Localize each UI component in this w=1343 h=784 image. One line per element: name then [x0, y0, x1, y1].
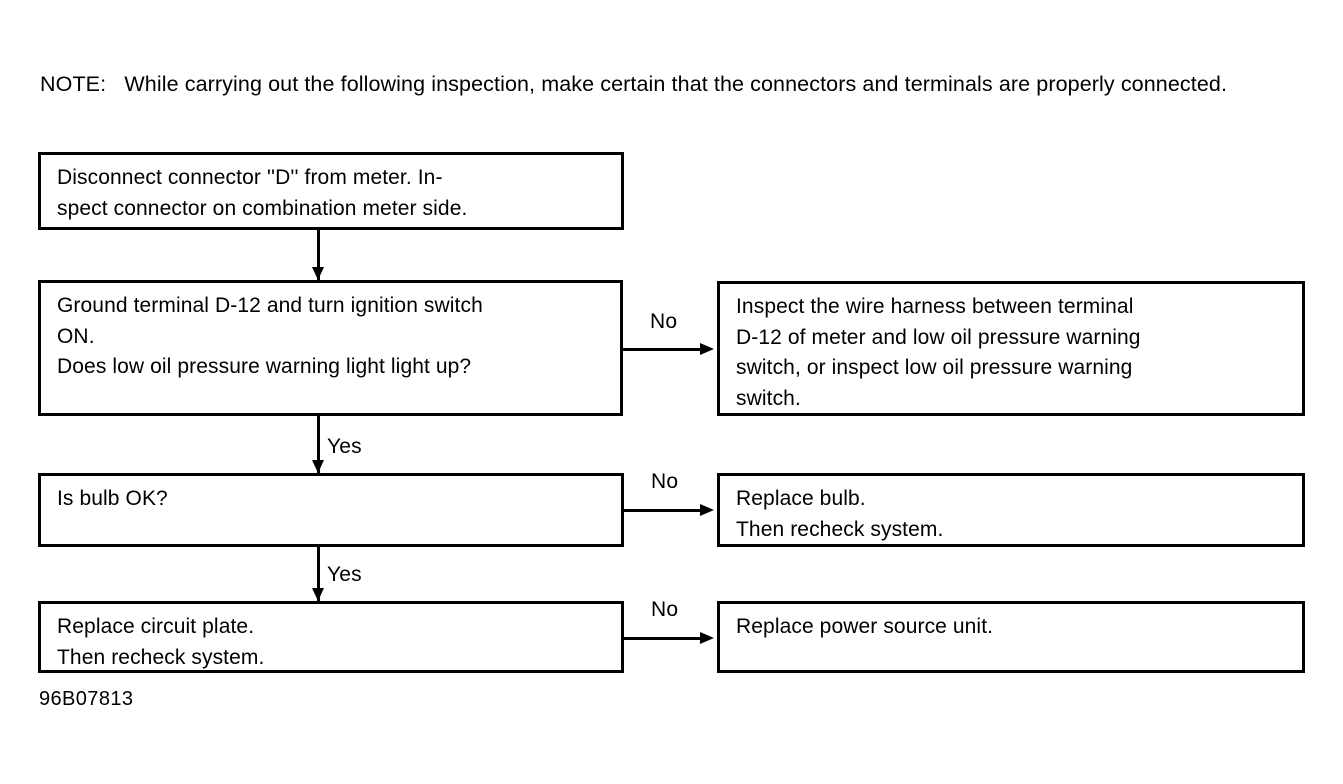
- figure-code: 96B07813: [39, 688, 134, 710]
- note-paragraph: NOTE: While carrying out the following i…: [40, 72, 1228, 96]
- arrow-right-icon: [700, 632, 714, 644]
- flow-box-replace-bulb: Replace bulb. Then recheck system.: [717, 473, 1305, 547]
- flow-box-text: Is bulb OK?: [57, 487, 168, 510]
- flow-box-text: Disconnect connector ''D'' from meter. I…: [57, 166, 468, 220]
- branch-label-yes-bulb: Yes: [327, 563, 362, 586]
- connector-line-ground-to-bulb: [317, 416, 320, 473]
- branch-label-yes-ground: Yes: [327, 435, 362, 458]
- flow-box-replace-power-source-unit: Replace power source unit.: [717, 601, 1305, 673]
- arrow-down-icon: [312, 460, 324, 473]
- flow-box-ground-terminal: Ground terminal D-12 and turn ignition s…: [38, 280, 623, 416]
- flow-box-text: Inspect the wire harness between termina…: [736, 295, 1141, 410]
- branch-label-no-bulb: No: [651, 470, 679, 493]
- flow-box-is-bulb-ok: Is bulb OK?: [38, 473, 624, 547]
- connector-line-bulb-to-replace-bulb: [624, 509, 703, 512]
- branch-label-no-circuit-plate: No: [651, 598, 679, 621]
- flow-box-replace-circuit-plate: Replace circuit plate. Then recheck syst…: [38, 601, 624, 673]
- flow-box-text: Ground terminal D-12 and turn ignition s…: [57, 294, 483, 378]
- flow-box-text: Replace power source unit.: [736, 615, 994, 638]
- arrow-right-icon: [700, 343, 714, 355]
- connector-line-bulb-to-circuit-plate: [317, 547, 320, 601]
- arrow-right-icon: [700, 504, 714, 516]
- arrow-down-icon: [312, 588, 324, 601]
- flow-box-disconnect-connector: Disconnect connector ''D'' from meter. I…: [38, 152, 624, 230]
- flow-box-inspect-wire-harness: Inspect the wire harness between termina…: [717, 281, 1305, 416]
- connector-line-circuit-plate-to-power-source: [624, 637, 703, 640]
- connector-line-disconnect-to-ground: [317, 230, 320, 280]
- flow-box-text: Replace circuit plate. Then recheck syst…: [57, 615, 265, 669]
- branch-label-no-ground: No: [650, 310, 678, 333]
- flow-box-text: Replace bulb. Then recheck system.: [736, 487, 944, 541]
- connector-line-ground-to-harness: [623, 348, 703, 351]
- arrow-down-icon: [312, 267, 324, 280]
